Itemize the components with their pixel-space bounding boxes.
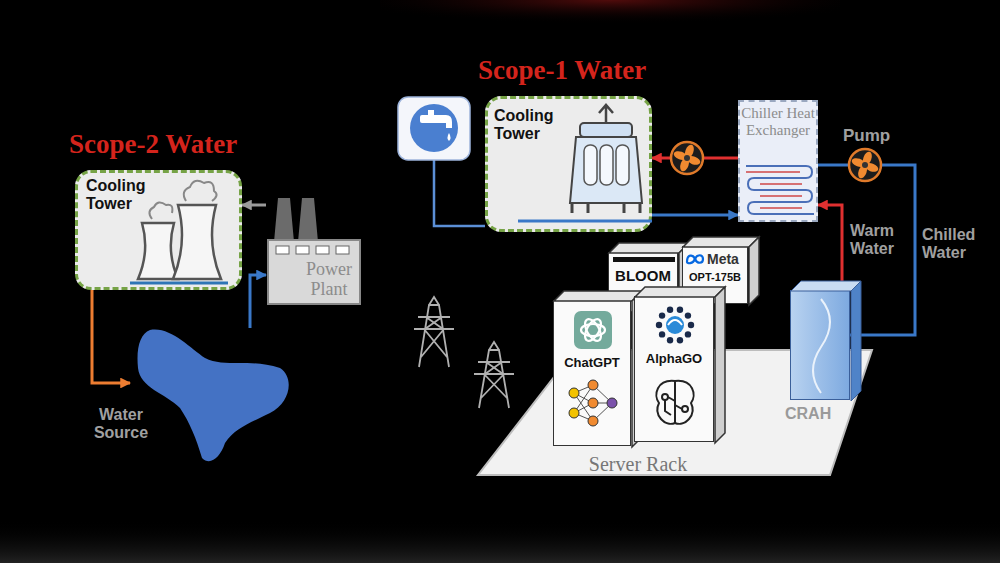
flow-pipe xyxy=(818,205,842,290)
model-name: BLOOM xyxy=(609,267,677,284)
power-plant-icon xyxy=(268,198,360,304)
model-name: ChatGPT xyxy=(554,355,630,370)
flow-pipe xyxy=(92,290,130,383)
flow-pipe xyxy=(652,214,738,217)
node-art xyxy=(130,328,295,465)
flow-pipe xyxy=(242,204,266,207)
model-name: Meta xyxy=(707,251,739,267)
box-label: Power Plant xyxy=(298,260,360,300)
power-plant: Power Plant xyxy=(266,186,362,306)
node-art xyxy=(554,301,632,447)
bottom-band xyxy=(0,520,1000,563)
box-heading: Cooling Tower xyxy=(86,177,158,214)
crah-unit: CRAH xyxy=(790,290,850,400)
heat-exchanger-box: Chiller Heat Exchanger xyxy=(738,100,818,222)
floor-label: Server Rack xyxy=(568,453,708,475)
node-art xyxy=(791,291,851,401)
scope-title: Scope-1 Water xyxy=(478,55,646,86)
component-label: Pump xyxy=(843,126,890,146)
flow-label: Chilled Water xyxy=(922,226,994,263)
cooling-tower-icon xyxy=(130,181,228,283)
node-art xyxy=(635,297,715,443)
water-source: Water Source xyxy=(130,328,295,465)
water-body xyxy=(138,330,289,462)
scope-title: Scope-2 Water xyxy=(69,129,237,160)
box-label: Chiller Heat Exchanger xyxy=(741,105,815,138)
water-tap-icon xyxy=(398,97,485,226)
box-label: Water Source xyxy=(88,406,154,443)
cooling-tower-box: Scope-2 WaterCooling Tower xyxy=(75,170,242,290)
server-rack: AlphaGO xyxy=(634,296,714,442)
cooling-tower-box: Scope-1 WaterCooling Tower xyxy=(485,96,652,232)
model-name: AlphaGO xyxy=(635,351,713,366)
model-name: OPT-175B xyxy=(683,271,747,283)
flow-label: Warm Water xyxy=(850,222,910,259)
top-glow xyxy=(380,0,840,40)
flow-pipe xyxy=(250,275,266,328)
transmission-tower xyxy=(414,297,514,408)
box-heading: Cooling Tower xyxy=(494,107,566,144)
heat-exchanger-coil xyxy=(746,166,814,214)
server-rack: ChatGPT xyxy=(553,300,631,446)
box-label: CRAH xyxy=(785,405,831,423)
